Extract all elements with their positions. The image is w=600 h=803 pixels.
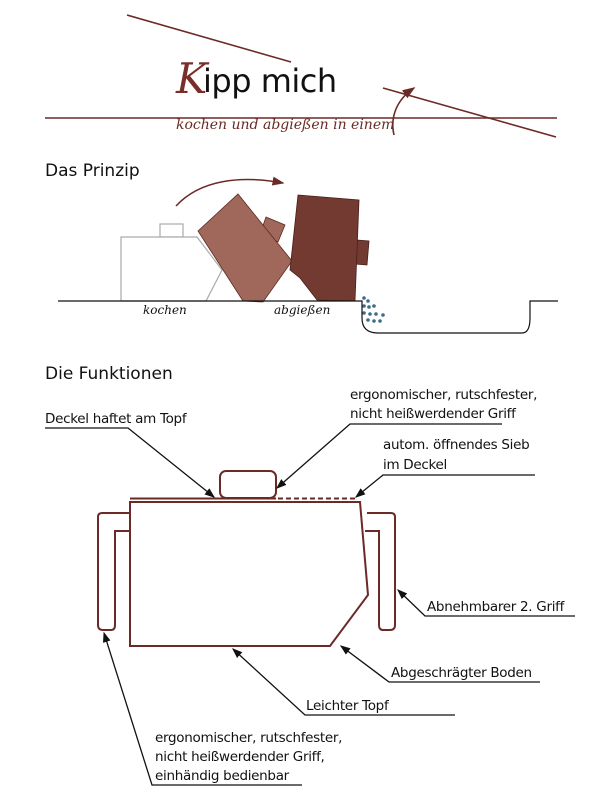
callout-lid: Deckel haftet am Topf <box>45 411 187 427</box>
pot-upright-outline <box>120 223 223 302</box>
lid-handle <box>219 470 277 499</box>
callout-sieve-line1: autom. öffnendes Sieb <box>383 437 530 453</box>
pot-tilted-full <box>289 194 370 302</box>
water-drops-icon <box>362 296 385 323</box>
logo-lines <box>45 14 557 138</box>
right-handle <box>365 512 396 631</box>
callout-lines <box>45 423 575 786</box>
pot-tilted-half <box>197 193 293 303</box>
principle-illustration <box>58 176 558 334</box>
principle-heading: Das Prinzip <box>45 161 140 181</box>
callout-main-handle-line3: einhändig bedienbar <box>155 768 289 784</box>
callout-bevel: Abgeschrägter Boden <box>391 665 532 681</box>
step-label-abgiessen: abgießen <box>274 303 331 317</box>
pot-drawing <box>97 470 396 647</box>
left-handle <box>97 512 130 631</box>
counter-and-sink <box>58 300 558 334</box>
tilt-arrow-icon <box>392 87 416 136</box>
callout-sieve-line2: im Deckel <box>383 457 448 473</box>
logo-title: ipp mich <box>203 62 337 100</box>
logo-initial: K <box>176 54 208 103</box>
callout-light: Leichter Topf <box>306 698 389 714</box>
pot-body <box>129 501 370 647</box>
logo-tagline: kochen und abgießen in einem <box>176 117 395 133</box>
callout-main-handle-line2: nicht heißwerdender Griff, <box>155 749 325 765</box>
tilt-arrow <box>175 176 285 207</box>
callout-top-handle-line1: ergonomischer, rutschfester, <box>350 387 538 403</box>
callout-main-handle-line1: ergonomischer, rutschfester, <box>155 730 343 746</box>
callout-top-handle-line2: nicht heißwerdender Griff <box>350 406 516 422</box>
callout-second-handle: Abnehmbarer 2. Griff <box>427 599 565 615</box>
step-label-kochen: kochen <box>143 303 187 317</box>
functions-heading: Die Funktionen <box>45 364 173 384</box>
